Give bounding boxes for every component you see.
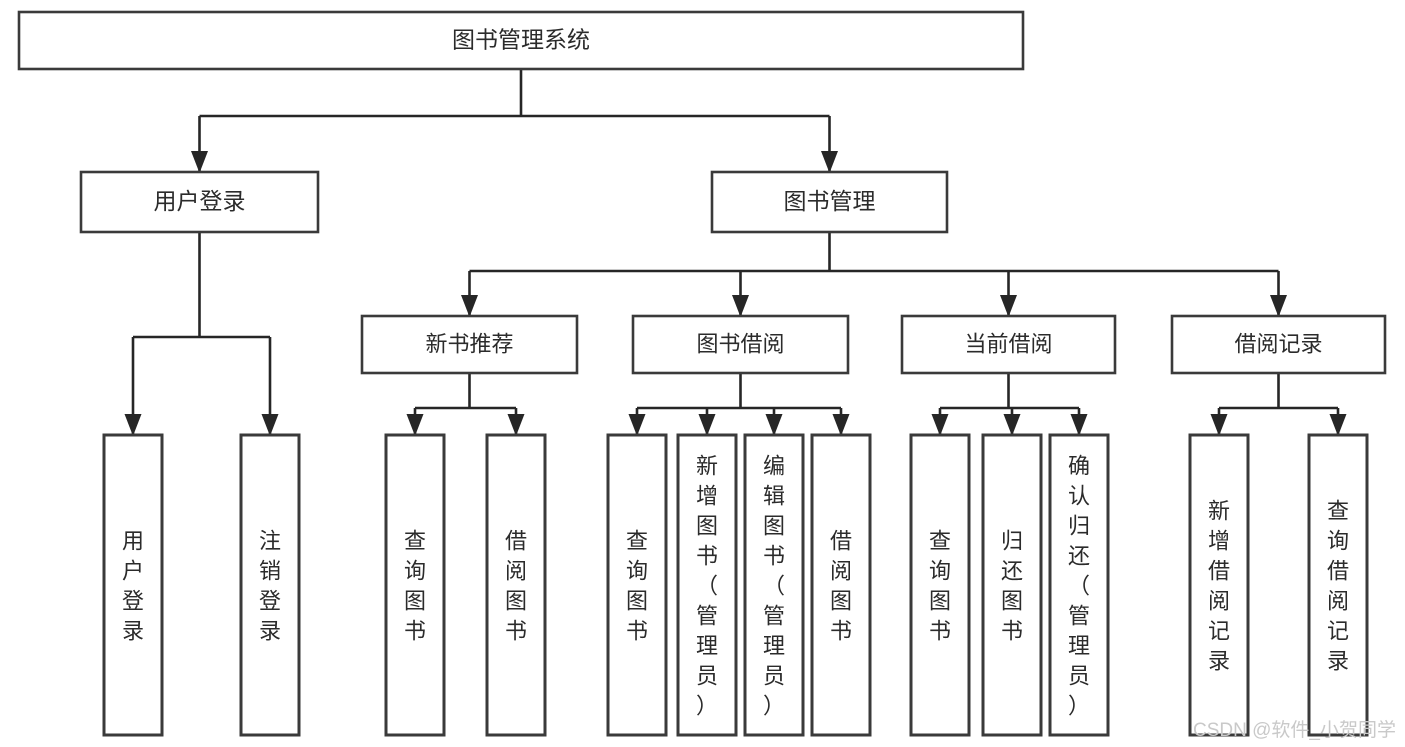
node-label-user-login: 用户登录 [154,188,246,214]
arrow-head [1070,414,1088,436]
node-label-leaf-borrow-book-2: 借阅图书 [830,528,852,643]
csdn-watermark: CSDN @软件_小贺同学 [1193,719,1396,741]
arrow-head [1210,414,1228,436]
arrow-head [732,295,749,317]
node-leaf-user-login[interactable]: 用户登录 [102,433,164,737]
node-leaf-borrow-book-1[interactable]: 借阅图书 [485,433,547,737]
arrow-head [931,414,949,436]
arrow-head [628,414,646,436]
node-box-book-borrow [631,314,850,375]
node-box-leaf-borrow-book-2 [810,433,872,737]
node-label-leaf-query-book-1: 查询图书 [404,528,426,643]
node-leaf-query-borrow-record[interactable]: 查询借阅记录 [1307,433,1369,737]
node-label-leaf-return-book: 归还图书 [1001,528,1023,643]
node-book-borrow[interactable]: 图书借阅 [631,314,850,375]
node-label-leaf-query-book-2: 查询图书 [626,528,648,643]
node-box-leaf-add-book [676,433,738,737]
arrow-head [832,414,850,436]
node-label-current-borrow: 当前借阅 [964,331,1052,356]
node-leaf-add-borrow-record[interactable]: 新增借阅记录 [1188,433,1250,737]
arrow-head [1003,414,1021,436]
node-label-leaf-add-book: 新增图书（管理员） [696,453,718,718]
arrow-head [461,295,478,317]
node-label-leaf-query-book-3: 查询图书 [929,528,951,643]
node-box-leaf-user-login [102,433,164,737]
node-leaf-edit-book[interactable]: 编辑图书（管理员） [743,433,805,737]
node-book-management[interactable]: 图书管理 [710,170,949,234]
arrow-head [261,414,279,436]
node-label-book-management: 图书管理 [784,188,876,214]
node-box-leaf-query-book-2 [606,433,668,737]
node-box-borrow-record [1170,314,1387,375]
node-box-leaf-user-logout [239,433,301,737]
node-leaf-query-book-1[interactable]: 查询图书 [384,433,446,737]
node-box-book-management [710,170,949,234]
node-leaf-borrow-book-2[interactable]: 借阅图书 [810,433,872,737]
node-label-leaf-user-logout: 注销登录 [259,528,281,643]
node-leaf-confirm-return[interactable]: 确认归还（管理员） [1048,433,1110,737]
arrow-head [406,414,424,436]
arrow-head [507,414,525,436]
node-label-leaf-add-borrow-record: 新增借阅记录 [1208,498,1230,673]
node-box-leaf-return-book [981,433,1043,737]
arrow-head [1329,414,1347,436]
node-leaf-return-book[interactable]: 归还图书 [981,433,1043,737]
node-box-leaf-edit-book [743,433,805,737]
node-label-leaf-query-borrow-record: 查询借阅记录 [1327,498,1349,673]
arrow-head [191,151,208,173]
node-root[interactable]: 图书管理系统 [17,10,1025,71]
arrow-head [124,414,142,436]
connector-lines-layer [124,69,1347,436]
node-current-borrow[interactable]: 当前借阅 [900,314,1117,375]
node-label-new-book-recommend: 新书推荐 [425,331,513,356]
node-new-book-recommend[interactable]: 新书推荐 [360,314,579,375]
arrow-head [698,414,716,436]
nodes-layer: 图书管理系统用户登录图书管理新书推荐图书借阅当前借阅借阅记录用户登录注销登录查询… [17,10,1387,737]
node-borrow-record[interactable]: 借阅记录 [1170,314,1387,375]
node-leaf-query-book-2[interactable]: 查询图书 [606,433,668,737]
node-box-leaf-query-book-1 [384,433,446,737]
node-box-root [17,10,1025,71]
node-label-leaf-borrow-book-1: 借阅图书 [505,528,527,643]
arrow-head [821,151,838,173]
arrow-head [765,414,783,436]
node-leaf-query-book-3[interactable]: 查询图书 [909,433,971,737]
node-label-book-borrow: 图书借阅 [696,331,784,356]
node-leaf-add-book[interactable]: 新增图书（管理员） [676,433,738,737]
node-label-leaf-confirm-return: 确认归还（管理员） [1068,453,1090,718]
arrow-head [1000,295,1017,317]
node-label-root: 图书管理系统 [452,27,590,53]
node-box-leaf-borrow-book-1 [485,433,547,737]
arrow-head [1270,295,1287,317]
node-box-user-login [79,170,320,234]
node-box-leaf-query-borrow-record [1307,433,1369,737]
node-label-leaf-edit-book: 编辑图书（管理员） [763,453,785,718]
node-label-leaf-user-login: 用户登录 [122,528,144,643]
node-box-current-borrow [900,314,1117,375]
node-label-borrow-record: 借阅记录 [1234,331,1322,356]
node-box-leaf-query-book-3 [909,433,971,737]
node-box-leaf-confirm-return [1048,433,1110,737]
node-user-login[interactable]: 用户登录 [79,170,320,234]
node-box-leaf-add-borrow-record [1188,433,1250,737]
node-leaf-user-logout[interactable]: 注销登录 [239,433,301,737]
node-box-new-book-recommend [360,314,579,375]
